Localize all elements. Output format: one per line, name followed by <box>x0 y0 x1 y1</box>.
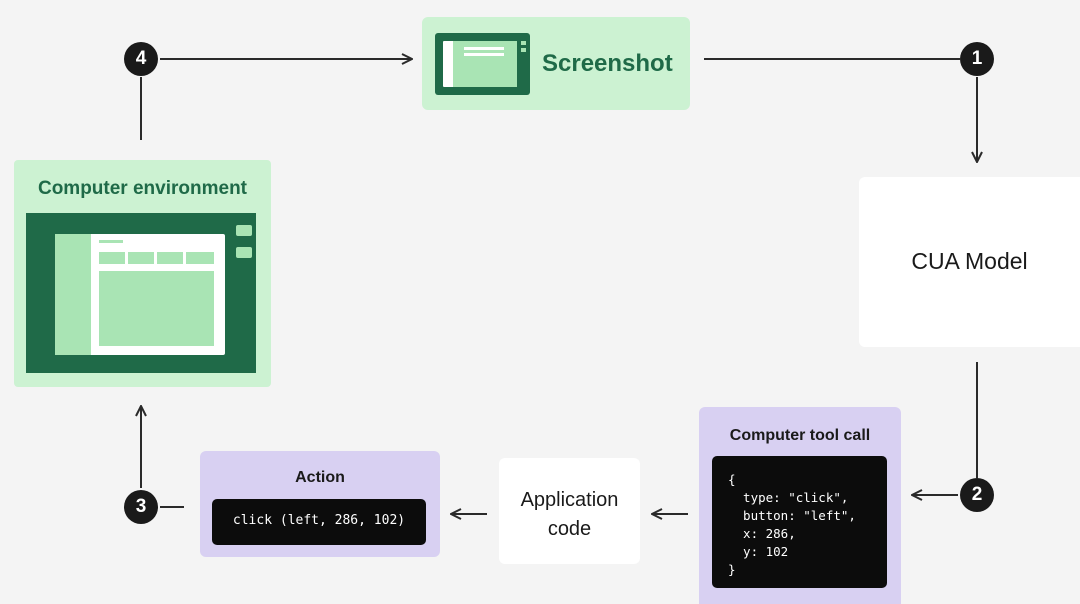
code-line: } <box>728 562 736 577</box>
computer-environment-label: Computer environment <box>37 178 248 199</box>
screenshot-thumbnail-icon <box>435 33 530 95</box>
tool-call-code-block: { type: "click", button: "left", x: 286,… <box>712 456 887 588</box>
code-line: y: 102 <box>728 544 789 559</box>
computer-environment-node: Computer environment <box>14 160 271 387</box>
action-code-text: click (left, 286, 102) <box>232 513 406 528</box>
computer-tool-call-label: Computer tool call <box>729 427 871 444</box>
code-line: button: "left", <box>728 508 856 523</box>
computer-tool-call-node: Computer tool call { type: "click", butt… <box>699 407 901 604</box>
application-code-node: Application code <box>499 458 640 564</box>
step-2-badge: 2 <box>960 478 994 512</box>
code-line: x: 286, <box>728 526 796 541</box>
action-code-block: click (left, 286, 102) <box>212 499 426 545</box>
screenshot-node: Screenshot <box>422 17 690 110</box>
cua-model-label: CUA Model <box>911 248 1028 274</box>
application-code-label: Application code <box>520 489 619 540</box>
action-label: Action <box>295 469 345 486</box>
step-4-badge: 4 <box>124 42 158 76</box>
code-line: { <box>728 472 736 487</box>
action-node: Action click (left, 286, 102) <box>200 451 440 557</box>
cua-model-node: CUA Model <box>859 177 1080 347</box>
code-line: type: "click", <box>728 490 849 505</box>
step-3-badge: 3 <box>124 490 158 524</box>
screenshot-label: Screenshot <box>542 50 673 77</box>
desktop-screen-icon <box>26 213 256 373</box>
step-1-badge: 1 <box>960 42 994 76</box>
